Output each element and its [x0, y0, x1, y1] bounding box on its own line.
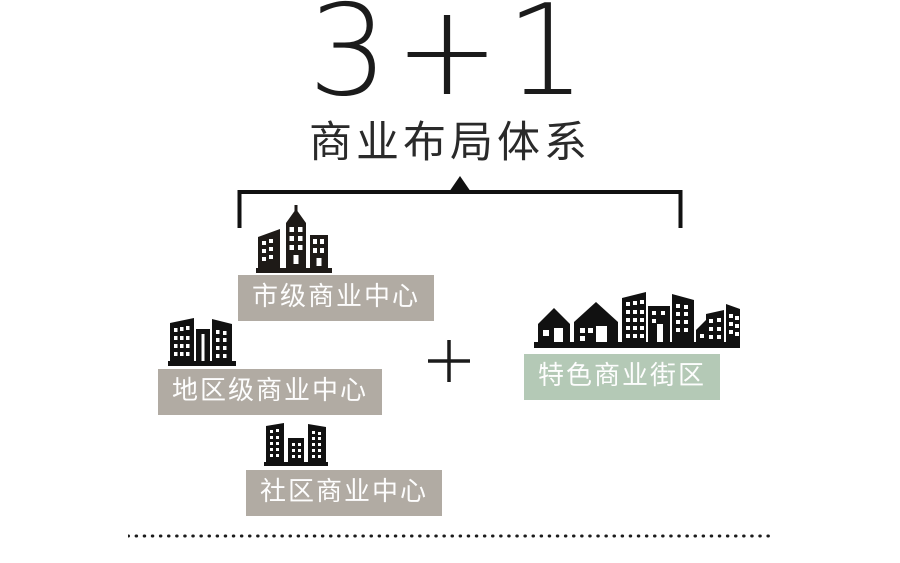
bracket-connector	[237, 176, 683, 228]
street-skyline-icon	[534, 292, 740, 348]
icon-row	[158, 313, 382, 369]
icon-row	[524, 278, 740, 354]
node-community-center[interactable]: 社区商业中心	[246, 418, 443, 516]
dotted-line-divider	[128, 534, 776, 538]
node-district-center[interactable]: 地区级商业中心	[158, 313, 383, 415]
node-label-community-center: 社区商业中心	[246, 470, 443, 516]
page-subtitle: 商业布局体系	[309, 118, 591, 168]
node-street-district[interactable]: 特色商业街区	[524, 278, 740, 400]
node-city-center[interactable]: 市级商业中心	[238, 205, 435, 321]
page-title-number: 3+1	[308, 0, 592, 124]
up-triangle-icon	[449, 176, 471, 192]
icon-row	[246, 418, 442, 470]
district-buildings-icon	[168, 318, 236, 366]
node-label-district-center: 地区级商业中心	[158, 369, 383, 415]
icon-row	[238, 205, 434, 275]
plus-icon	[428, 340, 470, 382]
node-label-city-center: 市级商业中心	[238, 275, 435, 321]
community-buildings-icon	[264, 423, 328, 466]
city-buildings-icon	[256, 205, 332, 273]
node-label-street-district: 特色商业街区	[524, 354, 721, 400]
